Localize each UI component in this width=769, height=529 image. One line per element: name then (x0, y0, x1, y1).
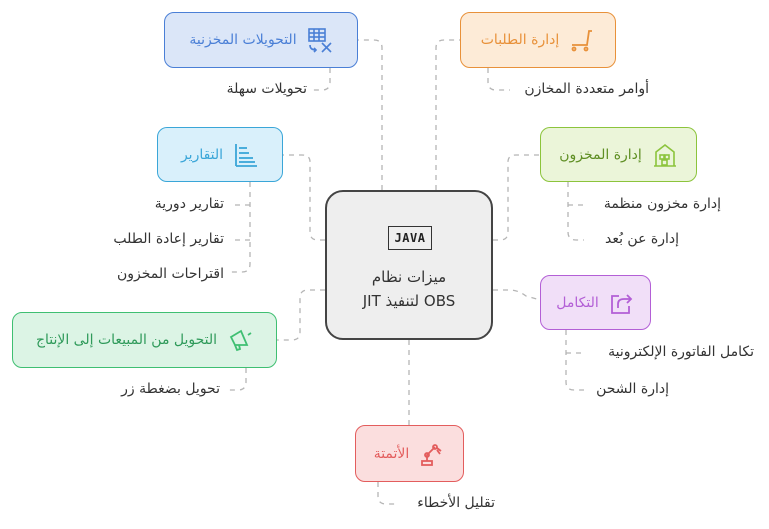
connector-leaf-sc (312, 68, 331, 91)
spreadsheet-x-icon (307, 27, 333, 53)
branch-sales-to-production: التحويل من المبيعات إلى الإنتاج (12, 312, 277, 368)
branch-integration: التكامل (540, 275, 651, 330)
connector-leaf-auto (377, 482, 398, 505)
leaf-item: تحويل بضغطة زر (121, 381, 220, 397)
center-title-line2: OBS لتنفيذ JIT (362, 292, 456, 310)
branch-reports: التقارير (157, 127, 283, 182)
connector-inventory-management (493, 154, 540, 241)
branch-inventory-management: إدارة المخزون (540, 127, 697, 182)
leaf-item: اقتراحات المخزون (116, 266, 224, 282)
branch-order-management: إدارة الطلبات (460, 12, 616, 68)
branch-stored-conversions: التحويلات المخزنية (164, 12, 358, 68)
connector-order-management (435, 39, 460, 190)
leaf-item: تقارير دورية (154, 196, 224, 212)
branch-label: التقارير (180, 146, 224, 163)
branch-label: التحويلات المخزنية (189, 32, 297, 48)
leaf-item: إدارة مخزون منظمة (603, 196, 721, 212)
java-logo-icon: JAVA (388, 226, 432, 250)
share-icon (609, 290, 635, 316)
cart-icon (569, 27, 595, 53)
leaf-item: أوامر متعددة المخازن (524, 81, 649, 97)
center-title-line1: ميزات نظام (371, 268, 447, 286)
leaf-item: تحويلات سهلة (226, 81, 307, 97)
report-list-icon (233, 142, 259, 168)
branch-label: التحويل من المبيعات إلى الإنتاج (35, 332, 218, 348)
connector-sales-to-production (277, 289, 325, 341)
warehouse-icon (652, 142, 678, 168)
branch-automation: الأتمتة (355, 425, 464, 482)
connector-leaf-rep (230, 182, 251, 273)
connector-reports (283, 154, 325, 241)
leaf-item: إدارة عن بُعد (604, 231, 679, 247)
branch-label: إدارة المخزون (559, 146, 642, 163)
branch-label: الأتمتة (373, 445, 410, 462)
leaf-item: تقارير إعادة الطلب (113, 231, 224, 247)
center-node: JAVA ميزات نظام OBS لتنفيذ JIT (325, 190, 493, 340)
leaf-item: تكامل الفاتورة الإلكترونية (608, 344, 754, 360)
connector-leaf-int (565, 330, 584, 391)
megaphone-icon (227, 327, 253, 353)
leaf-item: إدارة الشحن (596, 381, 669, 397)
branch-label: التكامل (556, 294, 599, 311)
branch-label: إدارة الطلبات (480, 32, 560, 48)
connector-leaf-inv (567, 182, 584, 241)
connector-leaf-om (487, 68, 510, 91)
leaf-item: تقليل الأخطاء (417, 495, 495, 511)
connector-stored-conversions (358, 39, 383, 190)
connector-leaf-stp (228, 368, 247, 391)
robot-arm-icon (419, 441, 445, 467)
connector-integration (493, 289, 541, 301)
